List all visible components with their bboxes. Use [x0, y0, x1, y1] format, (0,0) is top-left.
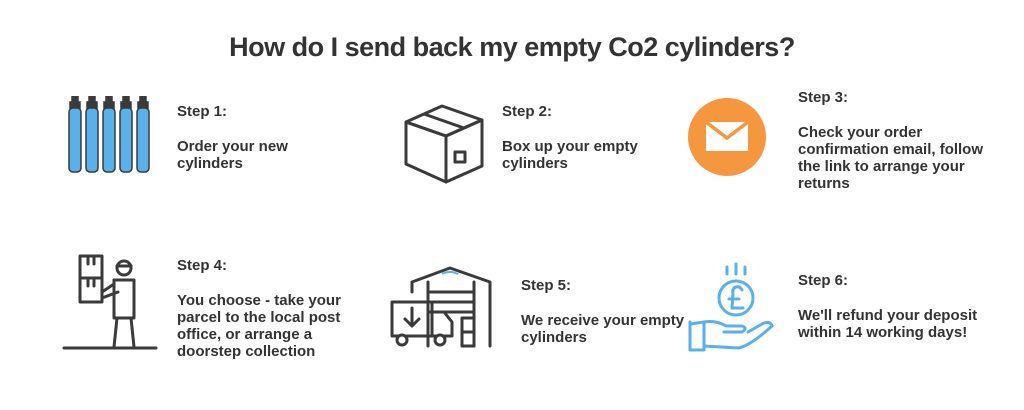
step-4-description: You choose - take your parcel to the loc…: [177, 292, 341, 360]
step-3: Step 3: Check your order confirmation em…: [798, 89, 988, 192]
step-2-description: Box up your empty cylinders: [502, 138, 638, 172]
page-title: How do I send back my empty Co2 cylinder…: [229, 32, 795, 62]
step-4-label: Step 4:: [177, 257, 228, 274]
step-3-label: Step 3:: [798, 89, 849, 106]
step-4: Step 4: You choose - take your parcel to…: [177, 257, 367, 360]
step-3-description: Check your order confirmation email, fol…: [798, 124, 984, 192]
step-6-description: We'll refund your deposit within 14 work…: [798, 307, 978, 341]
step-1: Step 1: Order your new cylinders: [177, 103, 347, 172]
refund-hand-icon: [688, 262, 774, 352]
email-icon: [688, 98, 766, 176]
step-1-description: Order your new cylinders: [177, 138, 288, 172]
courier-icon: [62, 254, 158, 350]
step-2-label: Step 2:: [502, 103, 553, 120]
step-5-description: We receive your empty cylinders: [521, 312, 685, 346]
warehouse-truck-icon: [390, 266, 492, 348]
box-icon: [404, 104, 484, 184]
step-2: Step 2: Box up your empty cylinders: [502, 103, 672, 172]
step-1-label: Step 1:: [177, 103, 228, 120]
step-5-label: Step 5:: [521, 277, 572, 294]
step-5: Step 5: We receive your empty cylinders: [521, 277, 691, 346]
step-6: Step 6: We'll refund your deposit within…: [798, 272, 978, 341]
step-6-label: Step 6:: [798, 272, 849, 289]
co2-cylinders-icon: [68, 96, 150, 173]
